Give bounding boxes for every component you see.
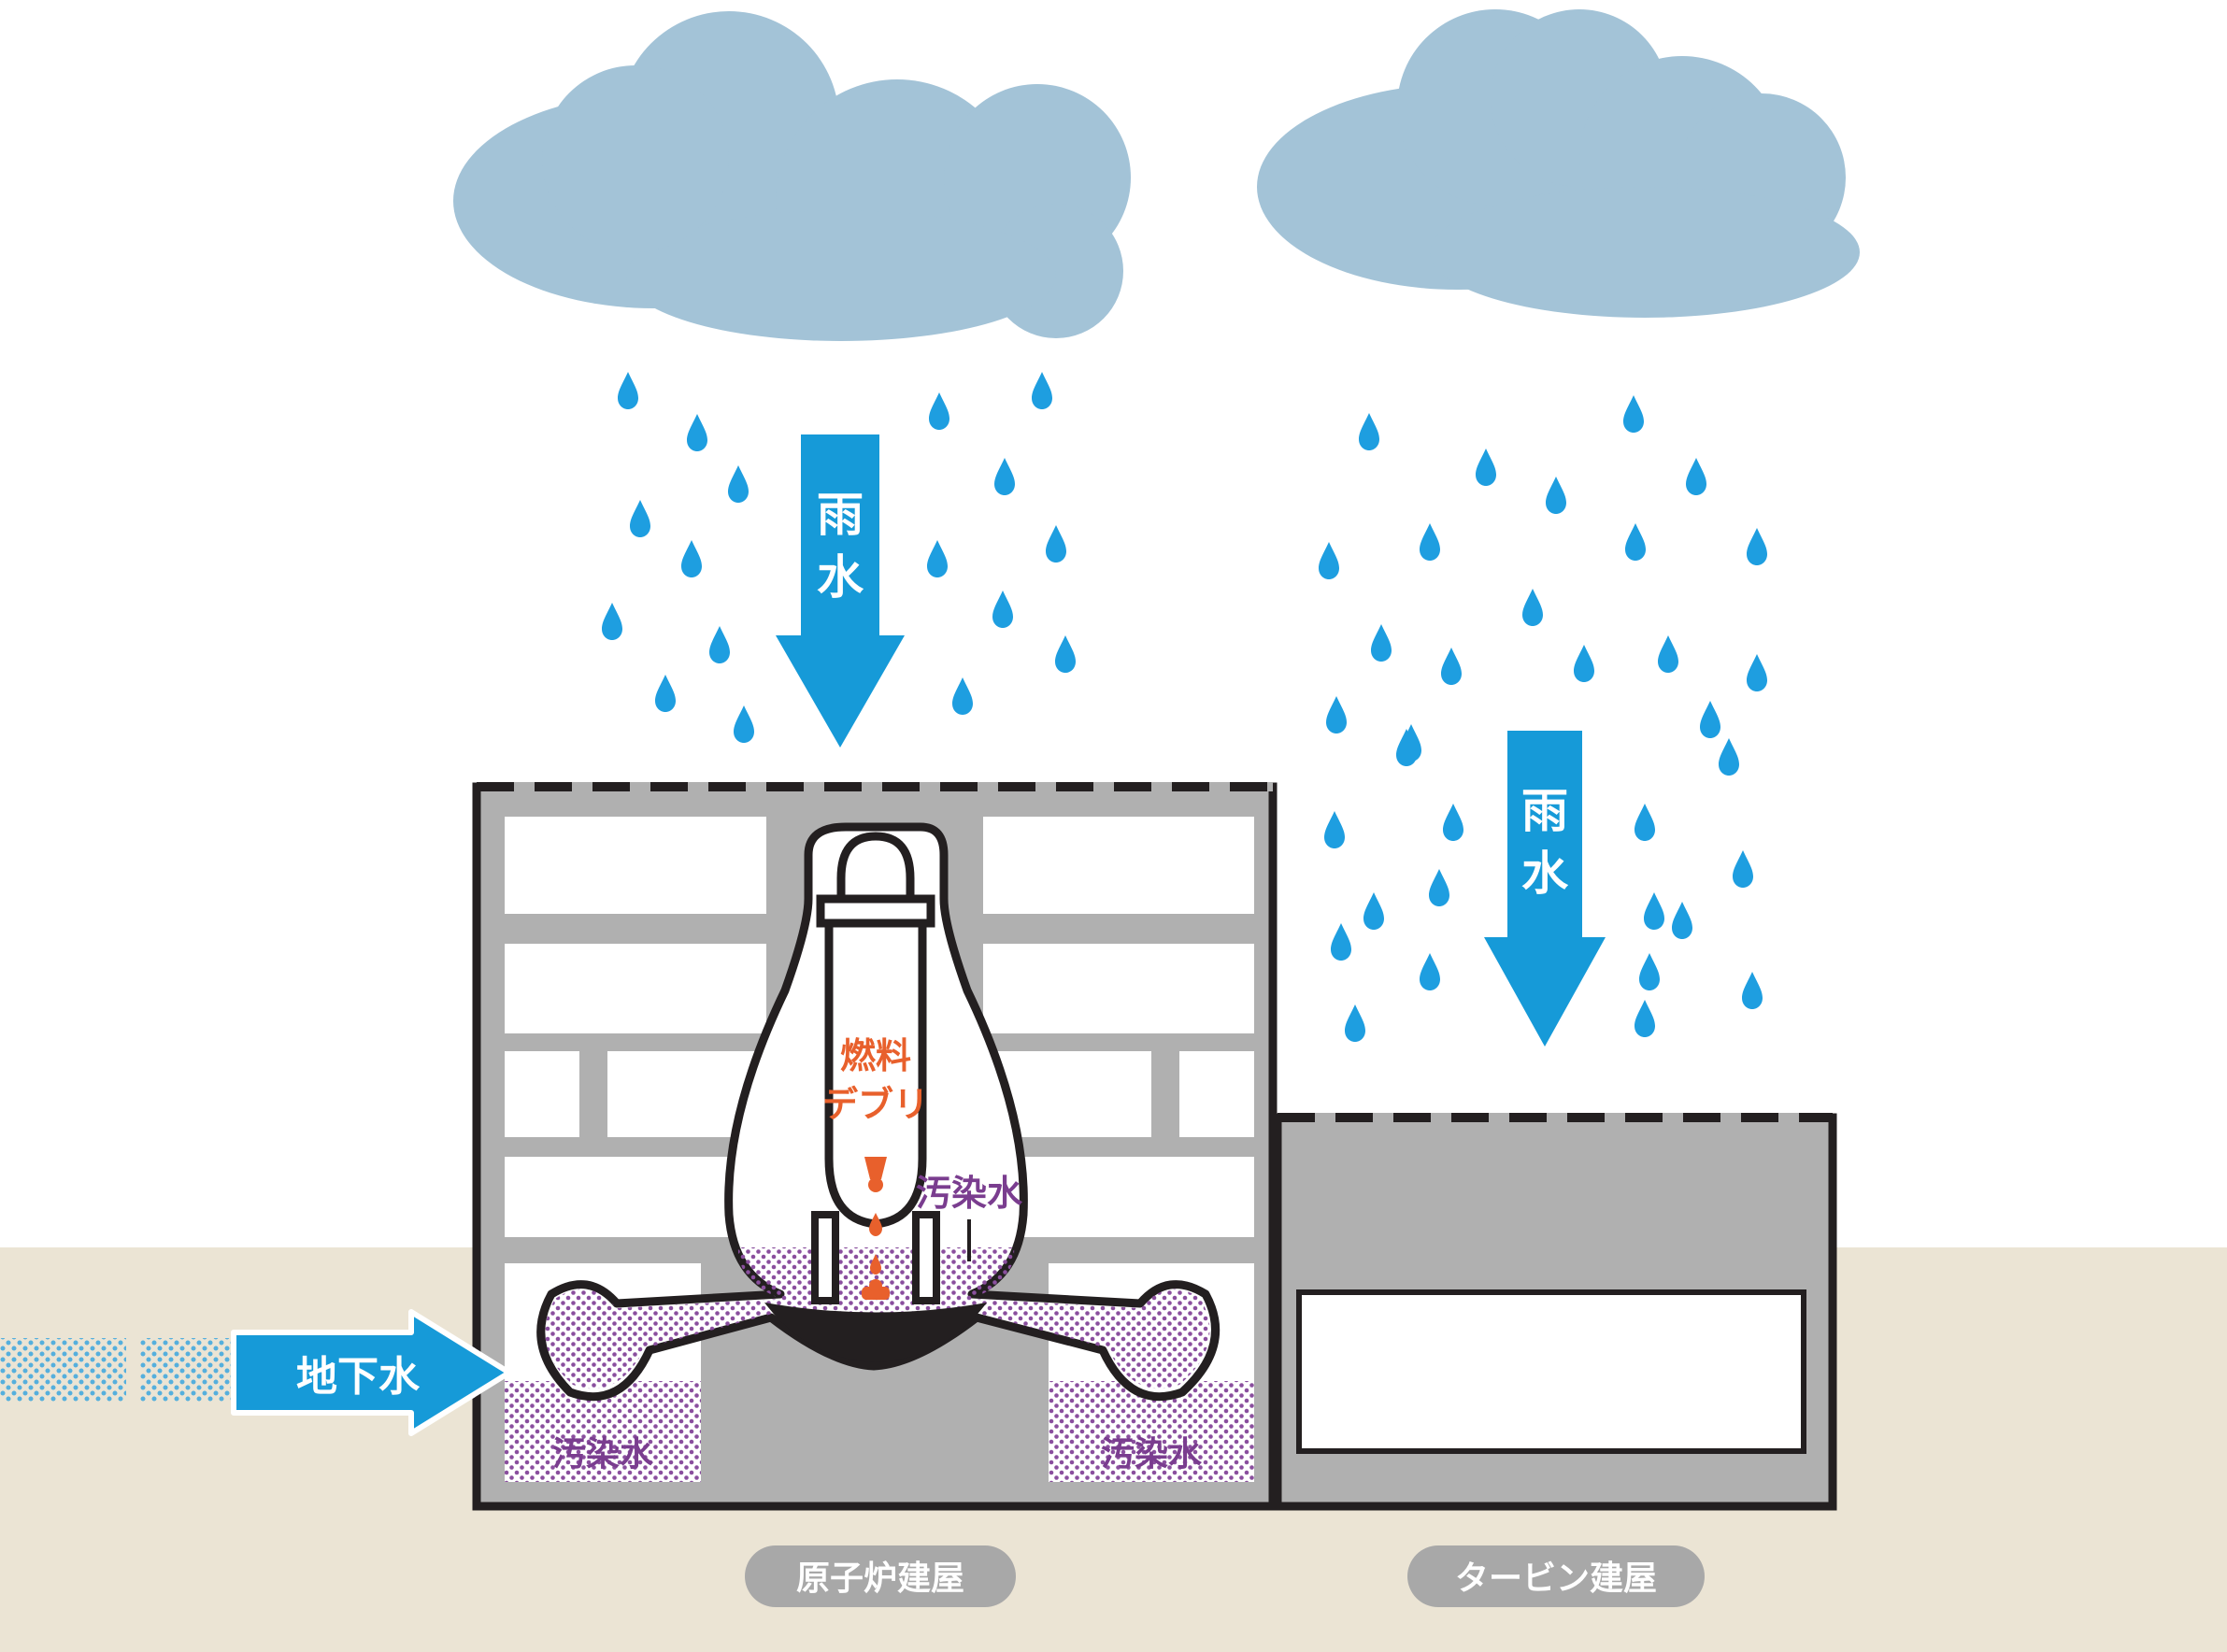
turbine-building-label: タービン建屋: [1455, 1559, 1657, 1598]
rain-label-right-1: 雨: [1521, 784, 1568, 838]
raindrop: [1719, 738, 1739, 776]
raindrop: [1747, 654, 1767, 691]
raindrop: [1441, 648, 1462, 685]
raindrop: [952, 677, 973, 715]
cloud-left: [453, 11, 1131, 341]
fuel-debris-label-1: 燃料: [840, 1035, 911, 1076]
raindrop: [992, 591, 1013, 628]
raindrop: [1345, 1004, 1365, 1042]
raindrop: [1032, 372, 1052, 409]
raindrop: [1429, 869, 1449, 906]
contaminated-left-label: 汚染水: [552, 1435, 654, 1474]
raindrop: [734, 705, 754, 743]
raindrop: [1443, 804, 1463, 841]
raindrop: [1623, 395, 1644, 433]
fuel-debris-drips: [862, 1157, 890, 1300]
raindrop: [1046, 525, 1066, 563]
raindrop: [1747, 528, 1767, 565]
contaminated-inner-label: 汚染水: [916, 1173, 1023, 1214]
raindrop: [681, 540, 702, 577]
rain-arrow-left: 雨 水: [776, 434, 905, 748]
raindrop: [1672, 902, 1692, 939]
raindrop: [1324, 811, 1345, 848]
groundwater-flow: [0, 1338, 234, 1402]
raindrop: [618, 372, 638, 409]
turbine-building: [1273, 1113, 1837, 1511]
raindrop: [1476, 449, 1496, 486]
raindrop: [1420, 523, 1440, 561]
raindrop: [1644, 892, 1664, 930]
rain-label-left-2: 水: [817, 550, 864, 605]
raindrop: [1658, 635, 1678, 673]
cloud-right: [1257, 9, 1860, 318]
raindrop: [709, 626, 730, 663]
raindrop: [929, 392, 949, 430]
raindrop: [1625, 523, 1646, 561]
raindrop: [1371, 624, 1392, 662]
raindrop: [927, 540, 948, 577]
raindrop: [1635, 804, 1655, 841]
raindrop: [994, 458, 1015, 495]
reactor-building-label: 原子炉建屋: [796, 1559, 964, 1598]
contaminated-right-label: 汚染水: [1101, 1435, 1203, 1474]
raindrop: [602, 603, 622, 640]
raindrop: [630, 500, 650, 537]
raindrop: [1319, 542, 1339, 579]
raindrop: [1686, 458, 1706, 495]
raindrop: [1742, 972, 1763, 1009]
raindrop: [1055, 635, 1076, 673]
raindrop: [728, 465, 749, 503]
rain-arrow-right: 雨 水: [1484, 731, 1606, 1047]
reactor-building-pill: 原子炉建屋: [745, 1545, 1016, 1607]
raindrop: [1359, 413, 1379, 450]
turbine-building-pill: タービン建屋: [1407, 1545, 1705, 1607]
groundwater-arrow: 地下水: [231, 1309, 512, 1436]
raindrop: [1733, 850, 1753, 888]
raindrop: [1546, 477, 1566, 514]
raindrop: [1363, 892, 1384, 930]
rain-label-right-2: 水: [1521, 847, 1569, 901]
raindrop: [1326, 696, 1347, 733]
groundwater-label: 地下水: [296, 1353, 421, 1401]
raindrop: [1420, 953, 1440, 990]
containment-vessel: [536, 822, 1221, 1402]
raindrop: [655, 675, 676, 712]
raindrop: [1635, 1000, 1655, 1037]
fuel-debris-label-2: デブリ: [822, 1084, 929, 1125]
raindrop: [1639, 953, 1660, 990]
raindrop: [1700, 701, 1720, 738]
raindrop: [1574, 645, 1594, 682]
rain-label-left-1: 雨: [817, 488, 864, 542]
raindrop: [1522, 589, 1543, 626]
raindrop: [1331, 923, 1351, 961]
raindrop: [687, 414, 707, 451]
